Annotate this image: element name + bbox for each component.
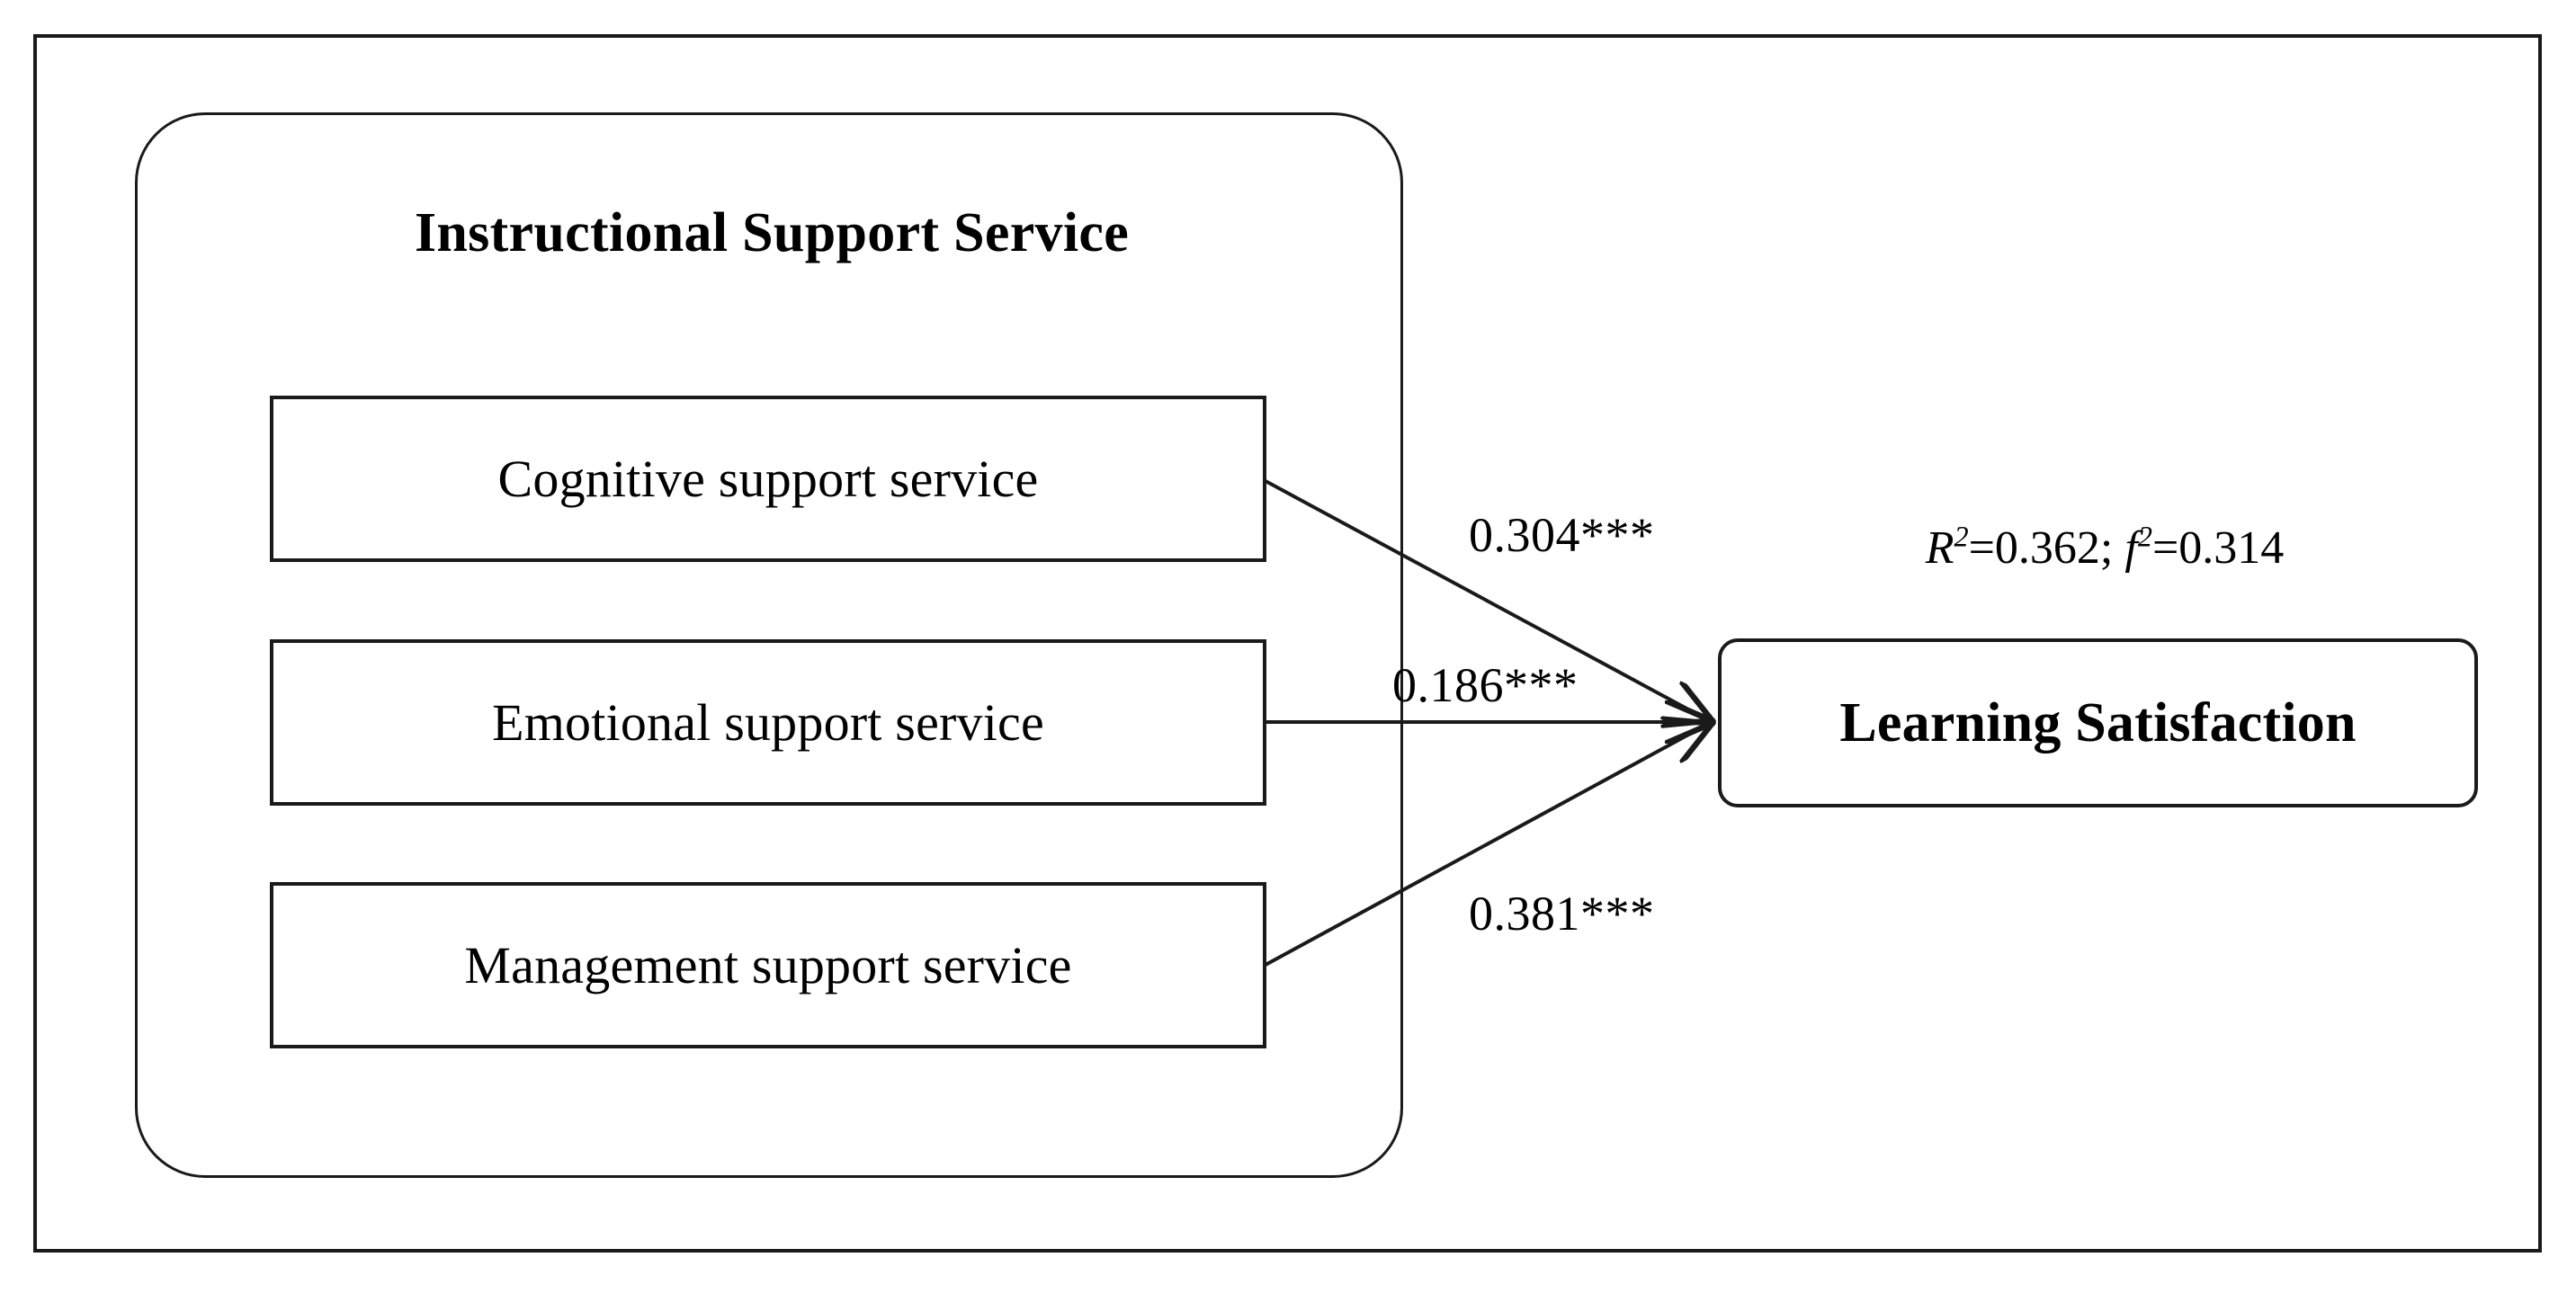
path-coefficient-emotional: 0.186***	[1392, 658, 1579, 712]
indicator-label-cognitive-support-service: Cognitive support service	[497, 450, 1039, 508]
indicator-box-cognitive-support-service: Cognitive support service	[270, 396, 1266, 562]
indicator-box-management-support-service: Management support service	[270, 882, 1266, 1048]
r-squared-superscript: 2	[1954, 520, 1969, 553]
path-coefficient-management: 0.381***	[1469, 887, 1655, 941]
path-coefficient-cognitive: 0.304***	[1469, 508, 1655, 562]
indicator-box-emotional-support-service: Emotional support service	[270, 639, 1266, 806]
r-squared-value: =0.362	[1968, 522, 2100, 574]
r-squared-symbol: R	[1925, 522, 1954, 574]
outcome-label-learning-satisfaction: Learning Satisfaction	[1839, 691, 2357, 754]
fit-statistics-annotation: R2=0.362; f2=0.314	[1871, 522, 2339, 575]
outcome-box-learning-satisfaction: Learning Satisfaction	[1718, 638, 2478, 807]
construct-title: Instructional Support Service	[414, 202, 1130, 263]
indicator-label-management-support-service: Management support service	[464, 936, 1072, 994]
f-squared-value: =0.314	[2151, 522, 2285, 574]
fit-stats-separator: ;	[2099, 522, 2125, 574]
f-squared-superscript: 2	[2137, 520, 2152, 553]
f-squared-symbol: f	[2124, 522, 2138, 574]
indicator-label-emotional-support-service: Emotional support service	[492, 693, 1044, 752]
